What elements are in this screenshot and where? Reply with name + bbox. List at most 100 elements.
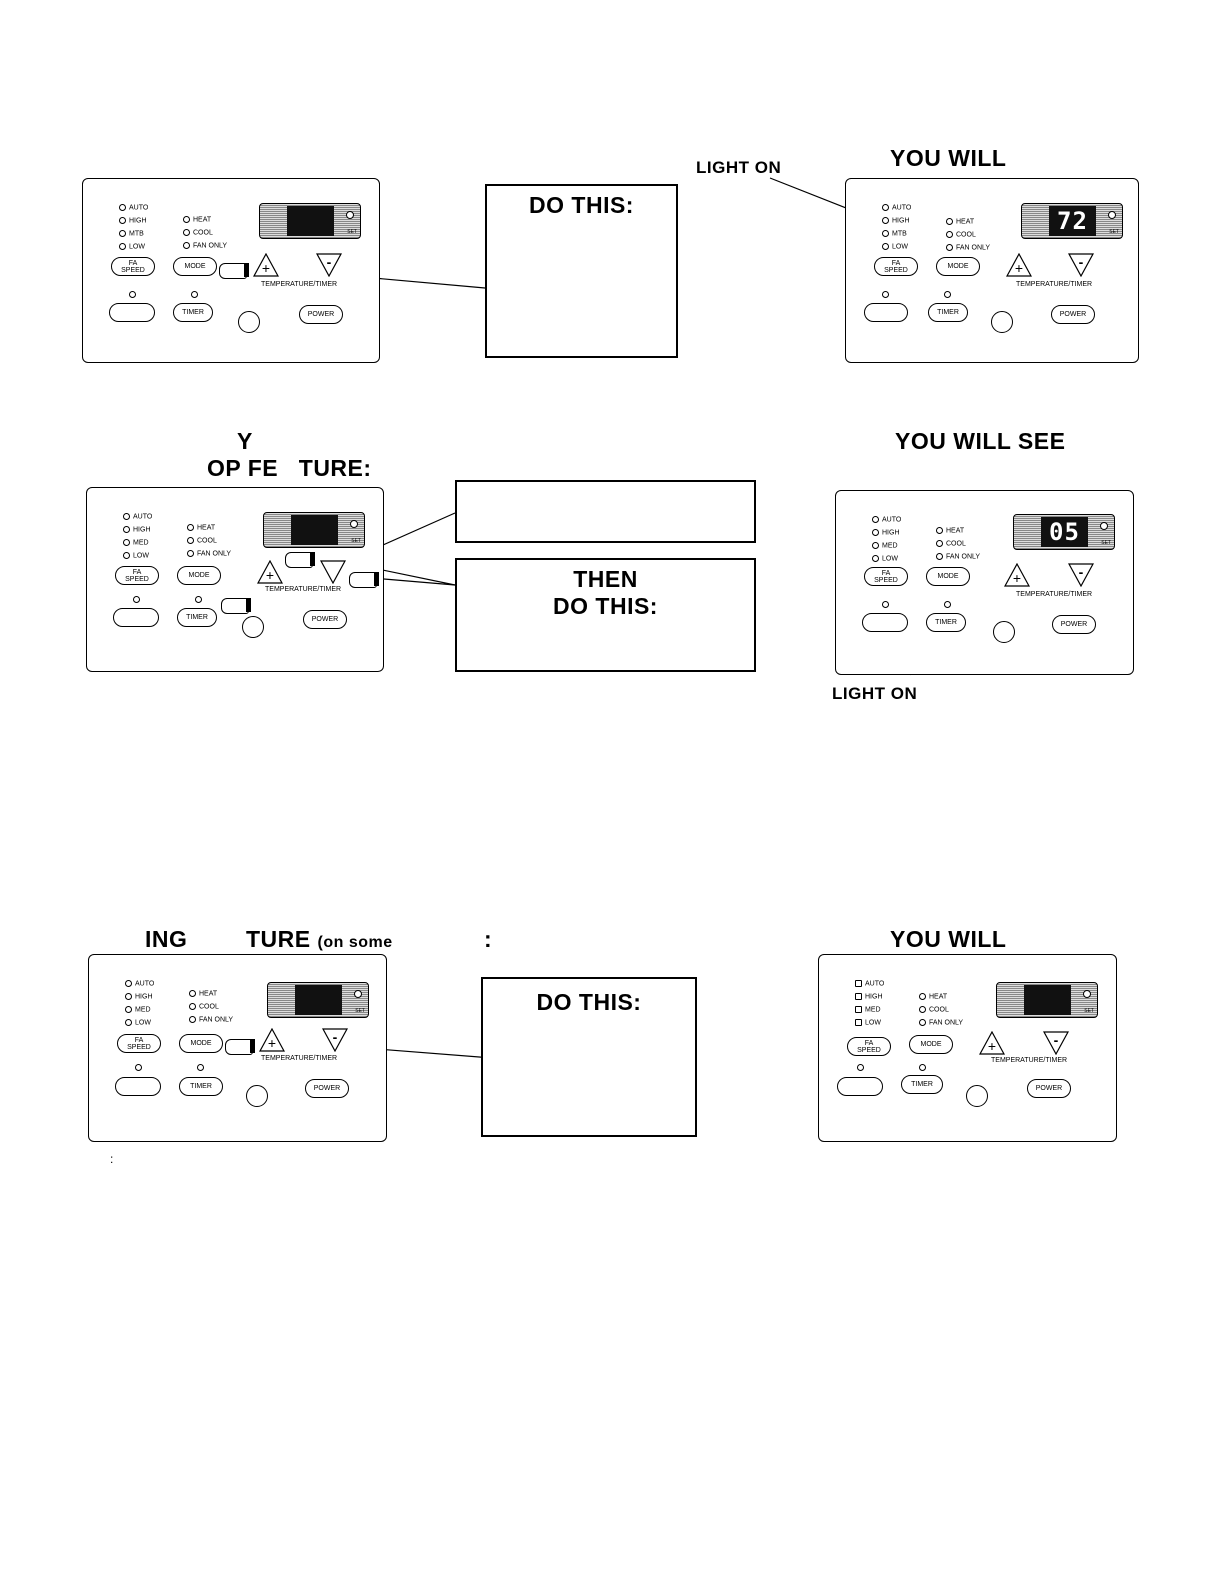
mode-button[interactable]: MODE <box>173 257 217 276</box>
round-button[interactable] <box>242 616 264 638</box>
power-button[interactable]: POWER <box>305 1079 349 1098</box>
sleep-button[interactable] <box>864 303 908 322</box>
timer-button[interactable]: TIMER <box>177 608 217 627</box>
power-button[interactable]: POWER <box>299 305 343 324</box>
minus-button[interactable] <box>320 560 346 584</box>
timer-button[interactable]: TIMER <box>901 1075 943 1094</box>
sleep-button[interactable] <box>862 613 908 632</box>
plus-button[interactable]: + <box>257 560 283 584</box>
temperature-timer-label: TEMPERATURE/TIMER <box>991 1057 1068 1064</box>
section3-heading-a: ING <box>145 926 188 952</box>
you-will-heading-1: YOU WILL <box>890 145 1007 171</box>
plus-button[interactable]: + <box>1006 253 1032 277</box>
temperature-timer-label: TEMPERATURE/TIMER <box>265 586 342 593</box>
round-button[interactable] <box>246 1085 268 1107</box>
fan-only-light-on: FAN ONLY <box>946 244 990 251</box>
high-indicator: HIGH <box>119 217 147 224</box>
plus-icon: + <box>262 260 270 276</box>
lcd-display: SET <box>267 982 369 1018</box>
power-button[interactable]: POWER <box>1052 615 1096 634</box>
display-value: 72 <box>1049 206 1096 236</box>
timer-button[interactable]: TIMER <box>928 303 968 322</box>
mode-button[interactable]: MODE <box>177 566 221 585</box>
fan-only-indicator: FAN ONLY <box>183 242 227 249</box>
minus-button[interactable]: - <box>1068 563 1094 587</box>
pointing-hand-icon <box>219 263 249 279</box>
lcd-display: SET <box>996 982 1098 1018</box>
pointing-hand-icon <box>285 552 315 568</box>
instruction-box-3: DO THIS: <box>481 977 697 1137</box>
svg-text:+: + <box>1013 570 1021 586</box>
control-panel-2a: AUTO HIGH MED LOW HEAT COOL FAN ONLY SET… <box>86 487 384 672</box>
round-button[interactable] <box>238 311 260 333</box>
svg-text:+: + <box>268 1035 276 1051</box>
pointing-hand-icon <box>221 598 251 614</box>
you-will-see-heading: YOU WILL SEE <box>895 428 1066 454</box>
light-on-callout-2: LIGHT ON <box>832 684 918 703</box>
control-panel-3a: AUTO HIGH MED LOW HEAT COOL FAN ONLY SET… <box>88 954 387 1142</box>
svg-text:-: - <box>333 1029 338 1045</box>
mode-button[interactable]: MODE <box>926 567 970 586</box>
footnote: : <box>110 1152 114 1166</box>
sleep-button[interactable] <box>109 303 155 322</box>
svg-text:-: - <box>1079 564 1084 580</box>
section3-heading-colon: : <box>484 926 493 952</box>
plus-button[interactable]: + <box>253 253 279 277</box>
power-button[interactable]: POWER <box>303 610 347 629</box>
control-panel-1a: AUTO HIGH MTB LOW HEAT COOL FAN ONLY SET… <box>82 178 380 363</box>
then-label: THEN <box>573 566 638 592</box>
mode-button[interactable]: MODE <box>179 1034 223 1053</box>
do-this-label: DO THIS: <box>553 593 658 619</box>
plus-button[interactable]: + <box>259 1028 285 1052</box>
temperature-timer-label: TEMPERATURE/TIMER <box>261 1055 338 1062</box>
plus-button[interactable]: + <box>979 1031 1005 1055</box>
temperature-timer-label: TEMPERATURE/TIMER <box>1016 281 1093 288</box>
timer-button[interactable]: TIMER <box>179 1077 223 1096</box>
display-value: 05 <box>1041 517 1088 547</box>
timer-button[interactable]: TIMER <box>926 613 966 632</box>
instruction-box-1: DO THIS: <box>485 184 678 358</box>
instruction-box-2b: THEN DO THIS: <box>455 558 756 672</box>
power-button[interactable]: POWER <box>1027 1079 1071 1098</box>
temperature-timer-label: TEMPERATURE/TIMER <box>261 281 338 288</box>
section3-heading-b: TURE (on some <box>246 926 393 952</box>
minus-button[interactable]: - <box>322 1028 348 1052</box>
minus-button[interactable]: - <box>1043 1031 1069 1055</box>
sleep-button[interactable] <box>115 1077 161 1096</box>
round-button[interactable] <box>966 1085 988 1107</box>
temperature-timer-label: TEMPERATURE/TIMER <box>1016 591 1093 598</box>
light-on-callout-1: LIGHT ON <box>696 158 782 177</box>
timer-button[interactable]: TIMER <box>173 303 213 322</box>
round-button[interactable] <box>993 621 1015 643</box>
plus-button[interactable]: + <box>1004 563 1030 587</box>
sleep-button[interactable] <box>113 608 159 627</box>
mode-button[interactable]: MODE <box>936 257 980 276</box>
power-button[interactable]: POWER <box>1051 305 1095 324</box>
round-button[interactable] <box>991 311 1013 333</box>
svg-text:+: + <box>266 567 274 583</box>
med-indicator: MTB <box>119 230 144 237</box>
svg-text:+: + <box>1015 260 1023 276</box>
instruction-box-2a <box>455 480 756 543</box>
you-will-heading-3: YOU WILL <box>890 926 1007 952</box>
low-indicator: LOW <box>119 243 145 250</box>
minus-button[interactable]: - <box>316 253 342 277</box>
minus-button[interactable]: - <box>1068 253 1094 277</box>
pointing-hand-icon <box>225 1039 255 1055</box>
svg-text:-: - <box>1079 254 1084 270</box>
pointing-hand-icon <box>349 572 379 588</box>
sleep-button[interactable] <box>837 1077 883 1096</box>
section2-heading-line1: Y <box>237 428 253 454</box>
mode-button[interactable]: MODE <box>909 1035 953 1054</box>
svg-text:-: - <box>1054 1032 1059 1048</box>
